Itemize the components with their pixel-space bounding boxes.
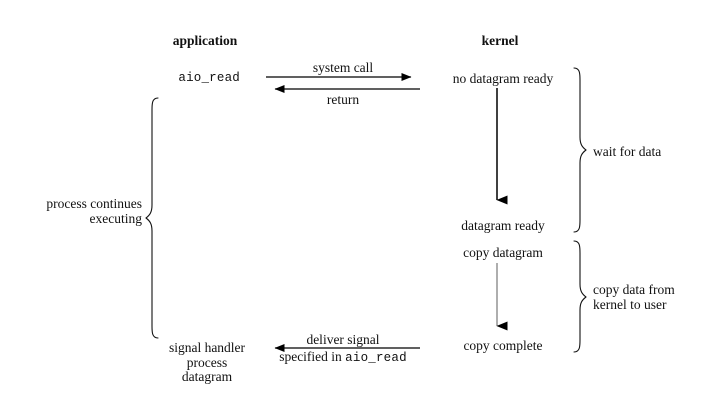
kernel-state-copy-datagram: copy datagram	[463, 245, 543, 260]
brace-process-continues	[145, 97, 159, 339]
arrow-label-deliver-signal: deliver signal	[306, 332, 380, 347]
arrow-label-specified-in-aio-read: specified in aio_read	[279, 349, 407, 366]
kernel-state-no-datagram-ready: no datagram ready	[452, 71, 554, 86]
application-call-label: aio_read	[178, 71, 240, 85]
arrow-label-return: return	[326, 92, 360, 107]
signal-handler-block: signal handler process datagram	[168, 340, 246, 384]
kernel-state-datagram-ready: datagram ready	[461, 218, 545, 233]
brace-label-process-continues-executing: process continues executing	[46, 196, 142, 226]
brace-copy-data	[573, 240, 587, 353]
deliver-signal-prefix-text: specified in	[279, 349, 346, 364]
column-header-application: application	[172, 33, 238, 48]
deliver-signal-mono-text: aio_read	[345, 351, 407, 365]
brace-label-copy-data-from-kernel-to-user: copy data from kernel to user	[593, 282, 675, 312]
brace-wait-for-data	[573, 67, 587, 233]
kernel-state-copy-complete: copy complete	[463, 338, 543, 353]
brace-label-wait-for-data: wait for data	[593, 144, 662, 159]
arrow-label-system-call: system call	[312, 60, 374, 75]
column-header-kernel: kernel	[481, 33, 519, 48]
